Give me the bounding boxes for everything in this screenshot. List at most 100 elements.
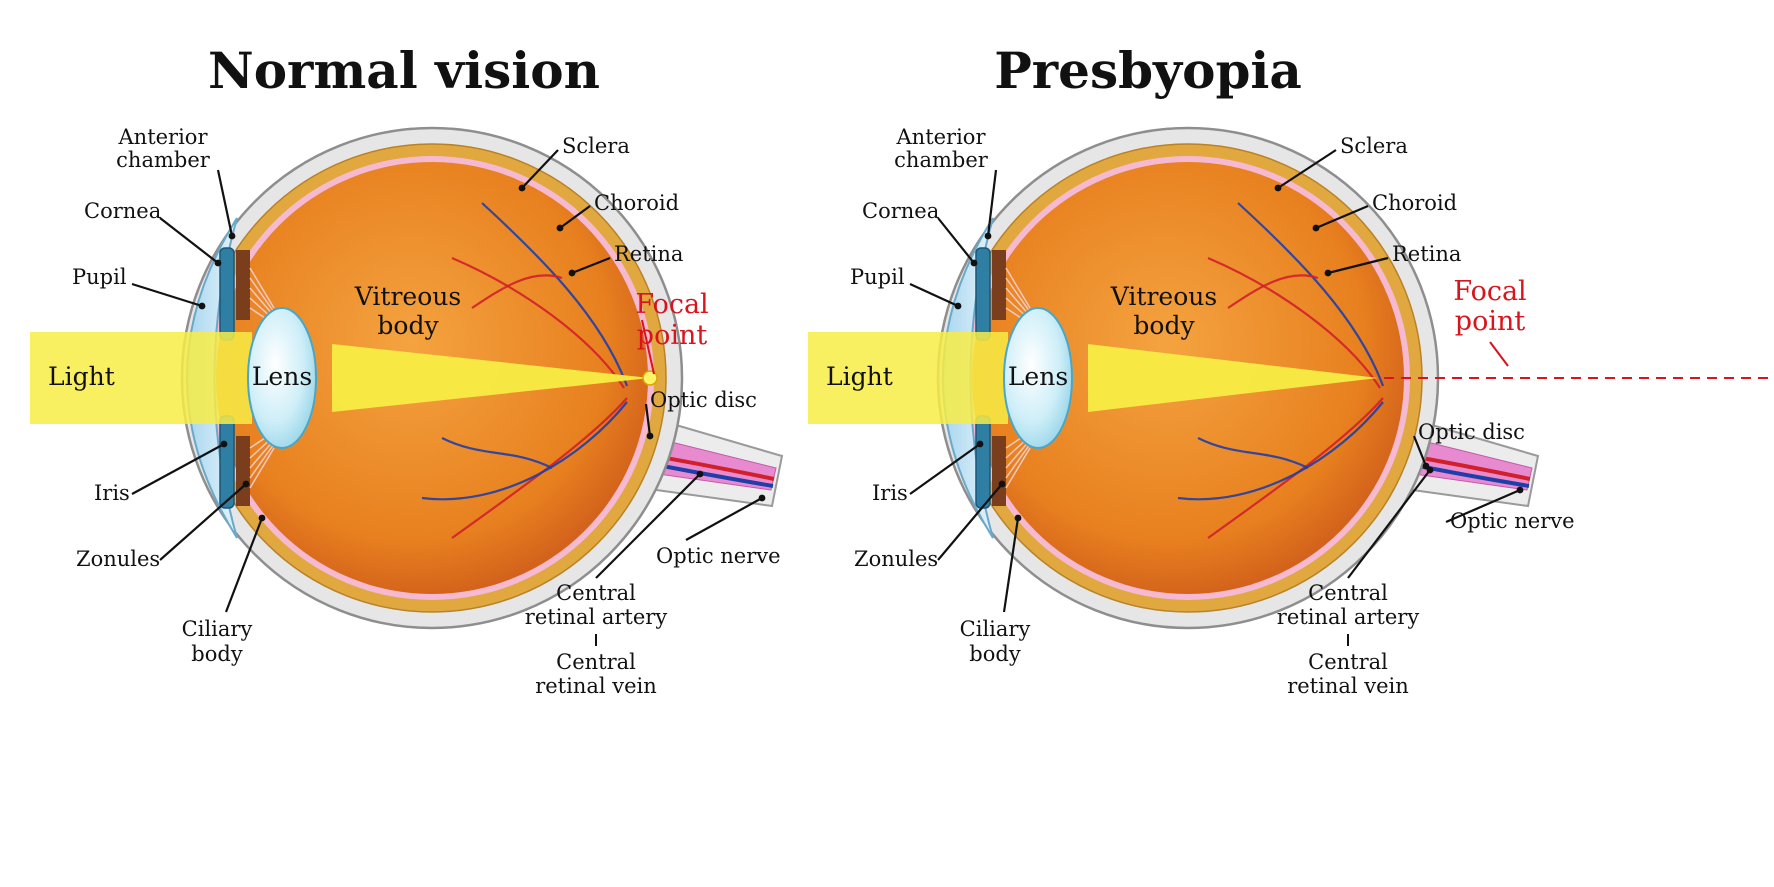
ciliary-body-lower [236, 436, 250, 506]
choroid-leader [559, 205, 591, 229]
label-anterior-chamber-line1: Anterior [896, 125, 987, 149]
optic-nerve-leader [685, 497, 763, 541]
cornea-leader [159, 217, 219, 264]
central-retinal-artery-leader [595, 473, 701, 579]
label-zonules: Zonules [854, 547, 938, 571]
iris-lower [219, 415, 235, 509]
label-vitreous-body-line1: Vitreous [1110, 282, 1217, 311]
label-vitreous-body-line2: body [1133, 311, 1195, 340]
label-focal-point-line1: Focal [635, 289, 708, 320]
label-cornea: Cornea [862, 199, 939, 223]
zonule-fibre-upper [249, 277, 275, 313]
light-beam [808, 332, 1378, 424]
label-ciliary-body-line1: Ciliary [182, 617, 253, 641]
lens-shape [1003, 307, 1073, 449]
label-central-retinal-artery-line2: retinal artery [525, 605, 668, 629]
label-central-retinal-vein-line2: retinal vein [535, 674, 657, 698]
sclera-leader [521, 149, 559, 189]
zonules-leader-dot [998, 480, 1006, 488]
label-light: Light [48, 362, 115, 391]
zonule-fibre-upper [1005, 267, 1031, 309]
panel-normal-vision: Normal visionAnteriorchamberCorneaPupilL… [30, 41, 784, 698]
optic-disc-leader-dot [646, 432, 654, 440]
optic-nerve-leader [1445, 488, 1521, 524]
retina-leader [1327, 256, 1389, 275]
label-iris: Iris [872, 481, 908, 505]
focal-point-marker [1384, 377, 1774, 379]
central-retinal-artery-leader [1347, 469, 1431, 579]
choroid-leader-dot [556, 224, 564, 232]
iris-leader-dot [220, 440, 228, 448]
label-ciliary-body-line1: Ciliary [960, 617, 1031, 641]
retinal-vessel [451, 397, 628, 539]
label-vitreous-body-line2: body [377, 311, 439, 340]
label-central-retinal-vein-line1: Central [1308, 650, 1388, 674]
lens-shape [247, 307, 317, 449]
iris-leader-dot [976, 440, 984, 448]
label-central-retinal-artery-line2: retinal artery [1277, 605, 1420, 629]
central-retinal-artery-leader-dot [696, 470, 704, 478]
pupil-leader-dot [954, 302, 962, 310]
optic-nerve-leader-dot [758, 494, 766, 502]
sclera-leader-dot [1274, 184, 1282, 192]
ciliary-body-leader-dot [258, 514, 266, 522]
label-pupil: Pupil [850, 265, 905, 289]
retina-leader [571, 256, 611, 275]
label-anterior-chamber-line2: chamber [894, 148, 989, 172]
ciliary-body-lower [992, 436, 1006, 506]
label-focal-point-line2: point [1455, 306, 1526, 337]
label-ciliary-body-line2: body [191, 642, 243, 666]
panel-title: Presbyopia [994, 41, 1302, 100]
label-anterior-chamber-line1: Anterior [118, 125, 209, 149]
retinal-vessel [441, 437, 553, 469]
zonule-fibre-lower [249, 443, 275, 479]
zonule-fibre-lower [1005, 447, 1031, 489]
anterior-chamber-leader-dot [228, 232, 236, 240]
pupil-leader [909, 283, 959, 307]
panel-title: Normal vision [208, 41, 600, 100]
label-choroid: Choroid [594, 191, 679, 215]
zonules-leader [937, 483, 1003, 561]
retinal-vessel [451, 256, 625, 389]
optic-disc-leader [644, 403, 652, 437]
iris-upper [975, 247, 991, 341]
ciliary-body-upper [236, 250, 250, 320]
label-ciliary-body-line2: body [969, 642, 1021, 666]
label-central-retinal-artery-line1: Central [1308, 581, 1388, 605]
ciliary-body-leader [224, 517, 264, 613]
label-retina: Retina [1392, 242, 1461, 266]
iris-lower [975, 415, 991, 509]
anterior-chamber-leader [216, 169, 234, 237]
retinal-vessel [1227, 274, 1319, 309]
cornea-leader [937, 217, 975, 264]
light-beam [30, 332, 650, 424]
label-central-retinal-vein-line1: Central [556, 650, 636, 674]
ciliary-body-leader [1002, 517, 1020, 613]
label-optic-nerve: Optic nerve [1450, 509, 1575, 533]
panel-presbyopia: PresbyopiaAnteriorchamberCorneaPupilLigh… [808, 41, 1774, 698]
anterior-chamber-leader-dot [984, 232, 992, 240]
label-focal-point-line1: Focal [1453, 276, 1526, 307]
incoming-light [808, 332, 1008, 424]
label-optic-nerve: Optic nerve [656, 544, 781, 568]
choroid-leader [1315, 204, 1369, 230]
sclera-leader [1277, 149, 1337, 189]
retinal-vessel [1177, 401, 1384, 501]
focal-point-marker [642, 370, 658, 386]
label-optic-disc: Optic disc [1418, 420, 1525, 444]
label-pupil: Pupil [72, 265, 127, 289]
label-cornea: Cornea [84, 199, 161, 223]
label-anterior-chamber-line2: chamber [116, 148, 211, 172]
pupil-leader [131, 282, 203, 308]
iris-leader [909, 443, 981, 495]
retinal-vessel [1197, 437, 1309, 469]
label-optic-disc: Optic disc [650, 388, 757, 412]
retinal-vessel [1207, 397, 1384, 539]
converging-light [332, 344, 650, 412]
label-iris: Iris [94, 481, 130, 505]
optic-nerve-leader-dot [1516, 486, 1524, 494]
focal-point-dot [642, 370, 658, 386]
retina-leader-dot [568, 269, 576, 277]
